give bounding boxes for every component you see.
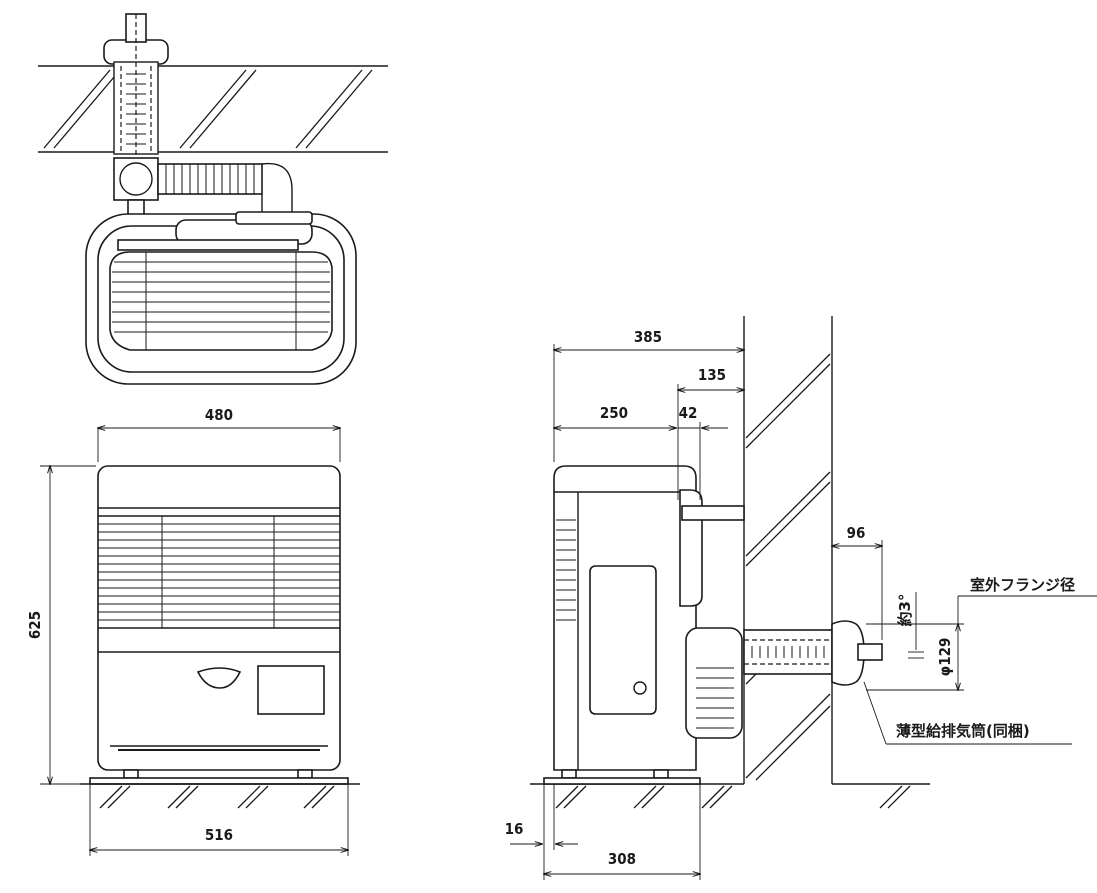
dim-42-label: 42: [679, 404, 698, 422]
dim-625-label: 625: [26, 611, 44, 639]
dim-129-label: φ129: [936, 638, 954, 677]
top-view: [38, 13, 388, 385]
dim-308-label: 308: [608, 850, 636, 868]
front-base-plate: [89, 777, 349, 785]
front-grille: [98, 516, 340, 628]
wall-flue: [743, 629, 833, 675]
dim-96-label: 96: [847, 524, 866, 542]
control-panel: [257, 665, 325, 715]
chimney-ribs: [126, 73, 146, 145]
flue-tip: [857, 643, 883, 661]
side-floor-hatching: [555, 785, 911, 809]
front-floor-hatching: [99, 785, 335, 809]
dim-516-label: 516: [205, 826, 233, 844]
front-view: 480 625 516: [26, 406, 360, 856]
top-grille-lines: [112, 252, 330, 350]
handle-icon: [196, 667, 242, 689]
ceiling-hatching: [43, 69, 373, 149]
flex-duct: [157, 162, 293, 223]
front-body: [97, 465, 341, 771]
dim-250-label: 250: [600, 404, 628, 422]
lower-flex: [696, 667, 734, 729]
lower-elbow: [685, 627, 743, 739]
wall-flue-ticks: [751, 646, 825, 658]
side-grille: [556, 519, 576, 621]
chimney-cap: [103, 39, 169, 65]
tilt-angle-label: 約3°: [896, 594, 914, 627]
top-grille: [109, 251, 333, 351]
outdoor-flange-label: 室外フランジ径: [970, 576, 1075, 594]
dim-135-label: 135: [698, 366, 726, 384]
dim-480-label: 480: [205, 406, 233, 424]
rear-pipe: [681, 505, 745, 521]
side-view: 385 135 250 42 308 16 96 約3° φ129 室外フランジ…: [505, 316, 1097, 880]
side-base-plate: [543, 777, 701, 785]
side-door: [589, 565, 657, 715]
dim-16-label: 16: [505, 820, 524, 838]
dim-385-label: 385: [634, 328, 662, 346]
thin-flue-label: 薄型給排気筒(同梱): [896, 722, 1030, 740]
wall-hatching: [745, 353, 831, 781]
